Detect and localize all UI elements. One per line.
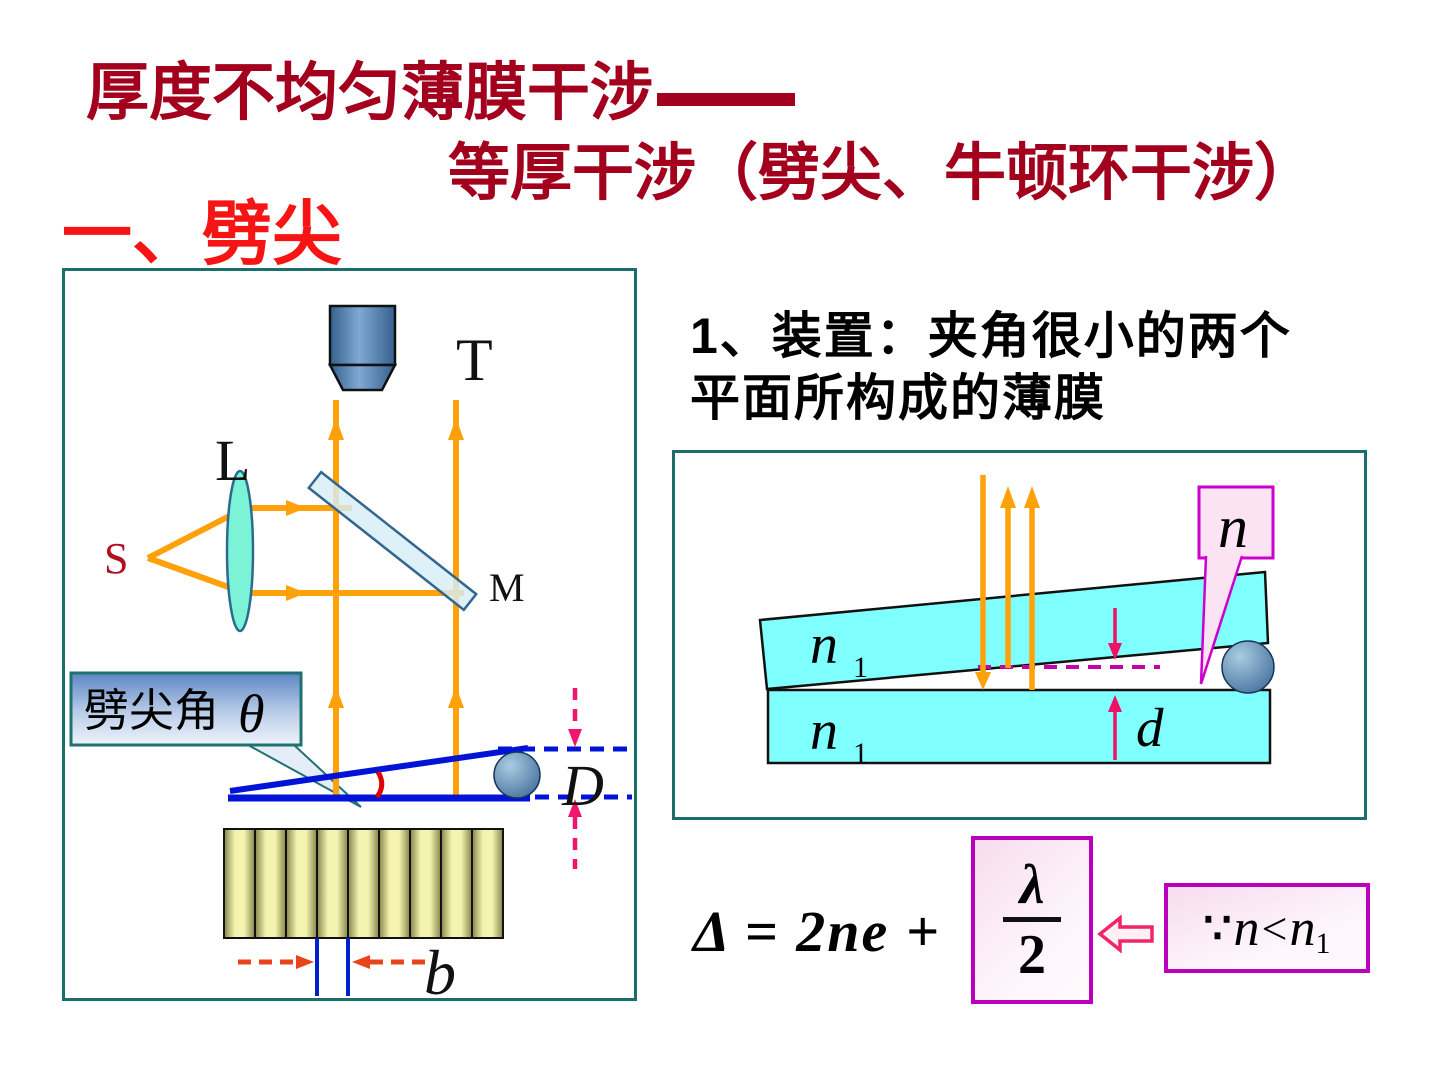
fraction-bar (1003, 916, 1061, 922)
ray-arrowhead (1024, 486, 1040, 508)
half-wavelength-box: λ 2 (971, 836, 1093, 1004)
n1-symbol: n (1289, 899, 1316, 957)
thickness-label: d (1136, 697, 1164, 758)
beamsplitter (307, 470, 478, 612)
lambda-numerator: λ (1019, 853, 1045, 916)
fringe-pattern (223, 828, 504, 939)
film-rays (975, 475, 1040, 690)
panel-border (672, 450, 1367, 820)
diameter-measure-arrows (568, 688, 582, 869)
plate-bottom-index-sub: 1 (853, 737, 868, 770)
beamsplitter-label: M (489, 565, 525, 610)
wedge-angle-symbol: θ (238, 684, 265, 744)
fringe-spacing-label: b (424, 937, 456, 1001)
less-than-symbol: < (1261, 902, 1288, 954)
wedge-top-plate (229, 745, 529, 794)
optical-path-formula: Δ = 2ne + (693, 899, 941, 964)
fraction-denominator: 2 (1018, 923, 1046, 986)
title-dash: —— (657, 93, 795, 107)
film-index-callout: n (1197, 485, 1275, 685)
fringe-spacing-marks (238, 938, 428, 996)
ray-arrowhead (448, 686, 464, 708)
film-index-label: n (1218, 494, 1248, 560)
film-panel: n 1 n 1 d n (672, 450, 1367, 820)
spacer-ball (1221, 640, 1275, 694)
device-description-line1: 1、装置：夹角很小的两个 (690, 308, 1292, 364)
telescope-objective (327, 304, 398, 392)
ray-arrowhead (1000, 486, 1016, 508)
wedge-angle-callout: 劈尖角 θ (69, 671, 303, 747)
bottom-glass-plate (766, 688, 1272, 765)
wedge-angle-label: 劈尖角 (84, 686, 219, 736)
plate-top-index-sub: 1 (853, 651, 868, 684)
ray-arrowhead (448, 418, 464, 440)
ball-diameter-label: D (561, 753, 604, 818)
panel-border (62, 268, 637, 1001)
ray-arrowhead (286, 500, 306, 516)
lens-label: L (215, 428, 250, 493)
condition-box: ∵ n < n 1 (1164, 883, 1370, 973)
film-diagram: n 1 n 1 d n (672, 450, 1367, 820)
lens (225, 469, 255, 633)
measuring-ball (493, 751, 541, 799)
telescope-label: T (456, 327, 493, 393)
page-title-line1: 厚度不均匀薄膜干涉 —— (86, 42, 795, 133)
plate-top-index-label: n (810, 614, 838, 676)
n1-subscript: 1 (1315, 927, 1331, 960)
ray-arrowhead (328, 418, 344, 440)
ray-arrowhead (328, 686, 344, 708)
wedge-angle-arc (374, 770, 385, 799)
n-symbol: n (1233, 899, 1260, 957)
ray-arrowhead (975, 672, 991, 690)
title-text: 厚度不均匀薄膜干涉 (86, 58, 653, 128)
because-symbol: ∵ (1203, 903, 1232, 953)
diameter-dashed-lines (498, 746, 632, 800)
source-label: S (104, 534, 128, 583)
device-description: 1、装置：夹角很小的两个 平面所构成的薄膜 (690, 305, 1380, 429)
top-glass-plate (758, 570, 1270, 691)
page-title-line2: 等厚干涉（劈尖、牛顿环干涉） (448, 140, 1317, 208)
section-heading: 一、劈尖 (62, 197, 342, 274)
implication-arrow-icon (1097, 914, 1154, 954)
optical-setup-panel: T L S M D 劈尖角 θ (62, 268, 637, 1008)
optical-setup-diagram: T L S M D 劈尖角 θ (62, 268, 637, 1008)
thickness-arrows (1108, 608, 1122, 760)
plate-bottom-index-label: n (810, 700, 838, 762)
device-description-line2: 平面所构成的薄膜 (690, 370, 1106, 426)
ray-arrowhead (286, 585, 306, 601)
